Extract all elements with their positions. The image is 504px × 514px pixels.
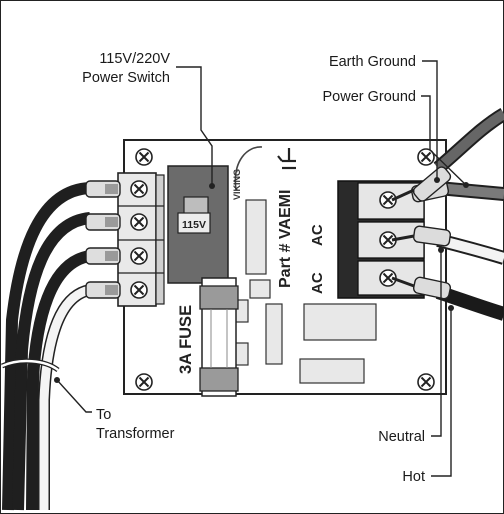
screw-icon: [135, 148, 153, 166]
ac-label-2: AC: [309, 272, 326, 294]
leader-lines: [56, 60, 467, 477]
power-switch: 115V: [167, 165, 229, 284]
screw-icon: [130, 180, 148, 198]
power-ground-label: Power Ground: [323, 89, 417, 105]
transformer-wires: [0, 182, 92, 511]
neutral-label: Neutral: [378, 429, 425, 445]
mains-wires: [391, 107, 504, 321]
screw-icon: [130, 213, 148, 231]
right-terminal-block: [337, 180, 425, 299]
part-number-label: Part # VAEMI: [277, 190, 294, 288]
fuse: [199, 277, 239, 397]
brand-text: VIKING: [232, 169, 242, 200]
leader-dots: [54, 177, 469, 383]
to-transformer-label-2: Transformer: [96, 426, 175, 442]
to-transformer-label-1: To: [96, 407, 111, 423]
screw-icon: [417, 373, 435, 391]
fuse-label: 3A FUSE: [177, 305, 195, 374]
switch-115v-label: 115V: [182, 219, 206, 231]
viking-logo: VIKING: [232, 146, 263, 200]
board-components: [233, 199, 377, 384]
power-switch-label-2: Power Switch: [82, 70, 170, 86]
screw-icon: [135, 373, 153, 391]
earth-ground-label: Earth Ground: [329, 54, 416, 70]
screw-icon: [130, 247, 148, 265]
ground-symbol-icon: [277, 148, 296, 170]
left-terminal-block: [85, 172, 165, 307]
ac-label-1: AC: [309, 224, 326, 246]
power-switch-label-1: 115V/220V: [99, 51, 170, 67]
screw-icon: [130, 281, 148, 299]
hot-label: Hot: [402, 469, 425, 485]
